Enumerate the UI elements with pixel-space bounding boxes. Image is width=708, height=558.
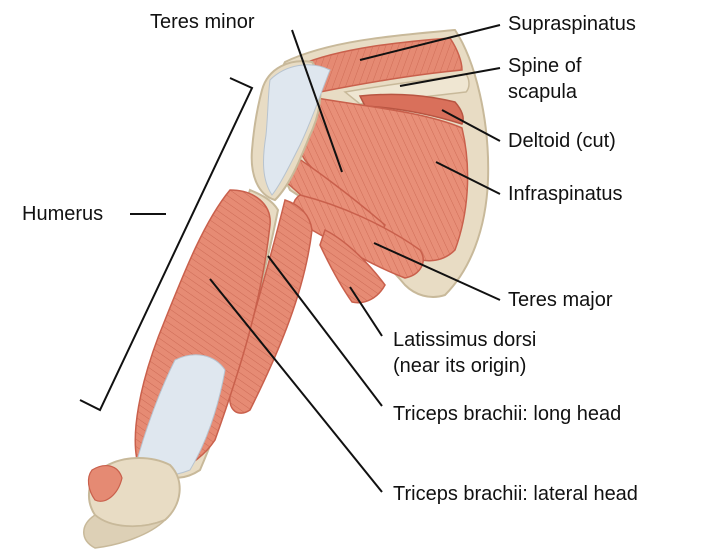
infraspinatus-muscle xyxy=(293,94,469,262)
label-latissimus-line1: Latissimus dorsi xyxy=(393,329,537,351)
leader-latissimus xyxy=(349,286,383,337)
leader-spine-of-scapula xyxy=(399,67,501,87)
label-infraspinatus: Infraspinatus xyxy=(508,183,623,205)
label-teres-minor: Teres minor xyxy=(150,11,255,33)
rotator-cuff-tendons xyxy=(263,64,331,196)
label-teres-major: Teres major xyxy=(508,289,613,311)
leader-teres-minor xyxy=(291,29,343,173)
leader-infraspinatus xyxy=(435,161,501,195)
label-spine-of-scapula-line1: Spine of xyxy=(508,55,582,77)
humerus-bracket xyxy=(79,77,254,412)
label-latissimus-line2: (near its origin) xyxy=(393,355,527,377)
label-triceps-lateral-head: Triceps brachii: lateral head xyxy=(393,483,638,505)
triceps-tendon xyxy=(134,354,226,477)
leader-supraspinatus xyxy=(359,24,501,61)
forearm-muscle-stub xyxy=(87,464,123,502)
label-spine-of-scapula-line2: scapula xyxy=(508,81,577,103)
leader-triceps-long xyxy=(267,255,383,407)
forearm-bone xyxy=(83,514,166,549)
latissimus-dorsi-muscle xyxy=(319,228,386,304)
label-deltoid-cut: Deltoid (cut) xyxy=(508,130,616,152)
deltoid-cut-muscle xyxy=(358,93,464,125)
label-supraspinatus: Supraspinatus xyxy=(508,13,636,35)
leader-teres-major xyxy=(373,242,501,301)
leader-triceps-lateral xyxy=(209,278,383,493)
leader-deltoid-cut xyxy=(441,109,501,142)
leader-lines xyxy=(79,24,501,493)
label-triceps-long-head: Triceps brachii: long head xyxy=(393,403,622,425)
label-humerus: Humerus xyxy=(22,203,104,225)
